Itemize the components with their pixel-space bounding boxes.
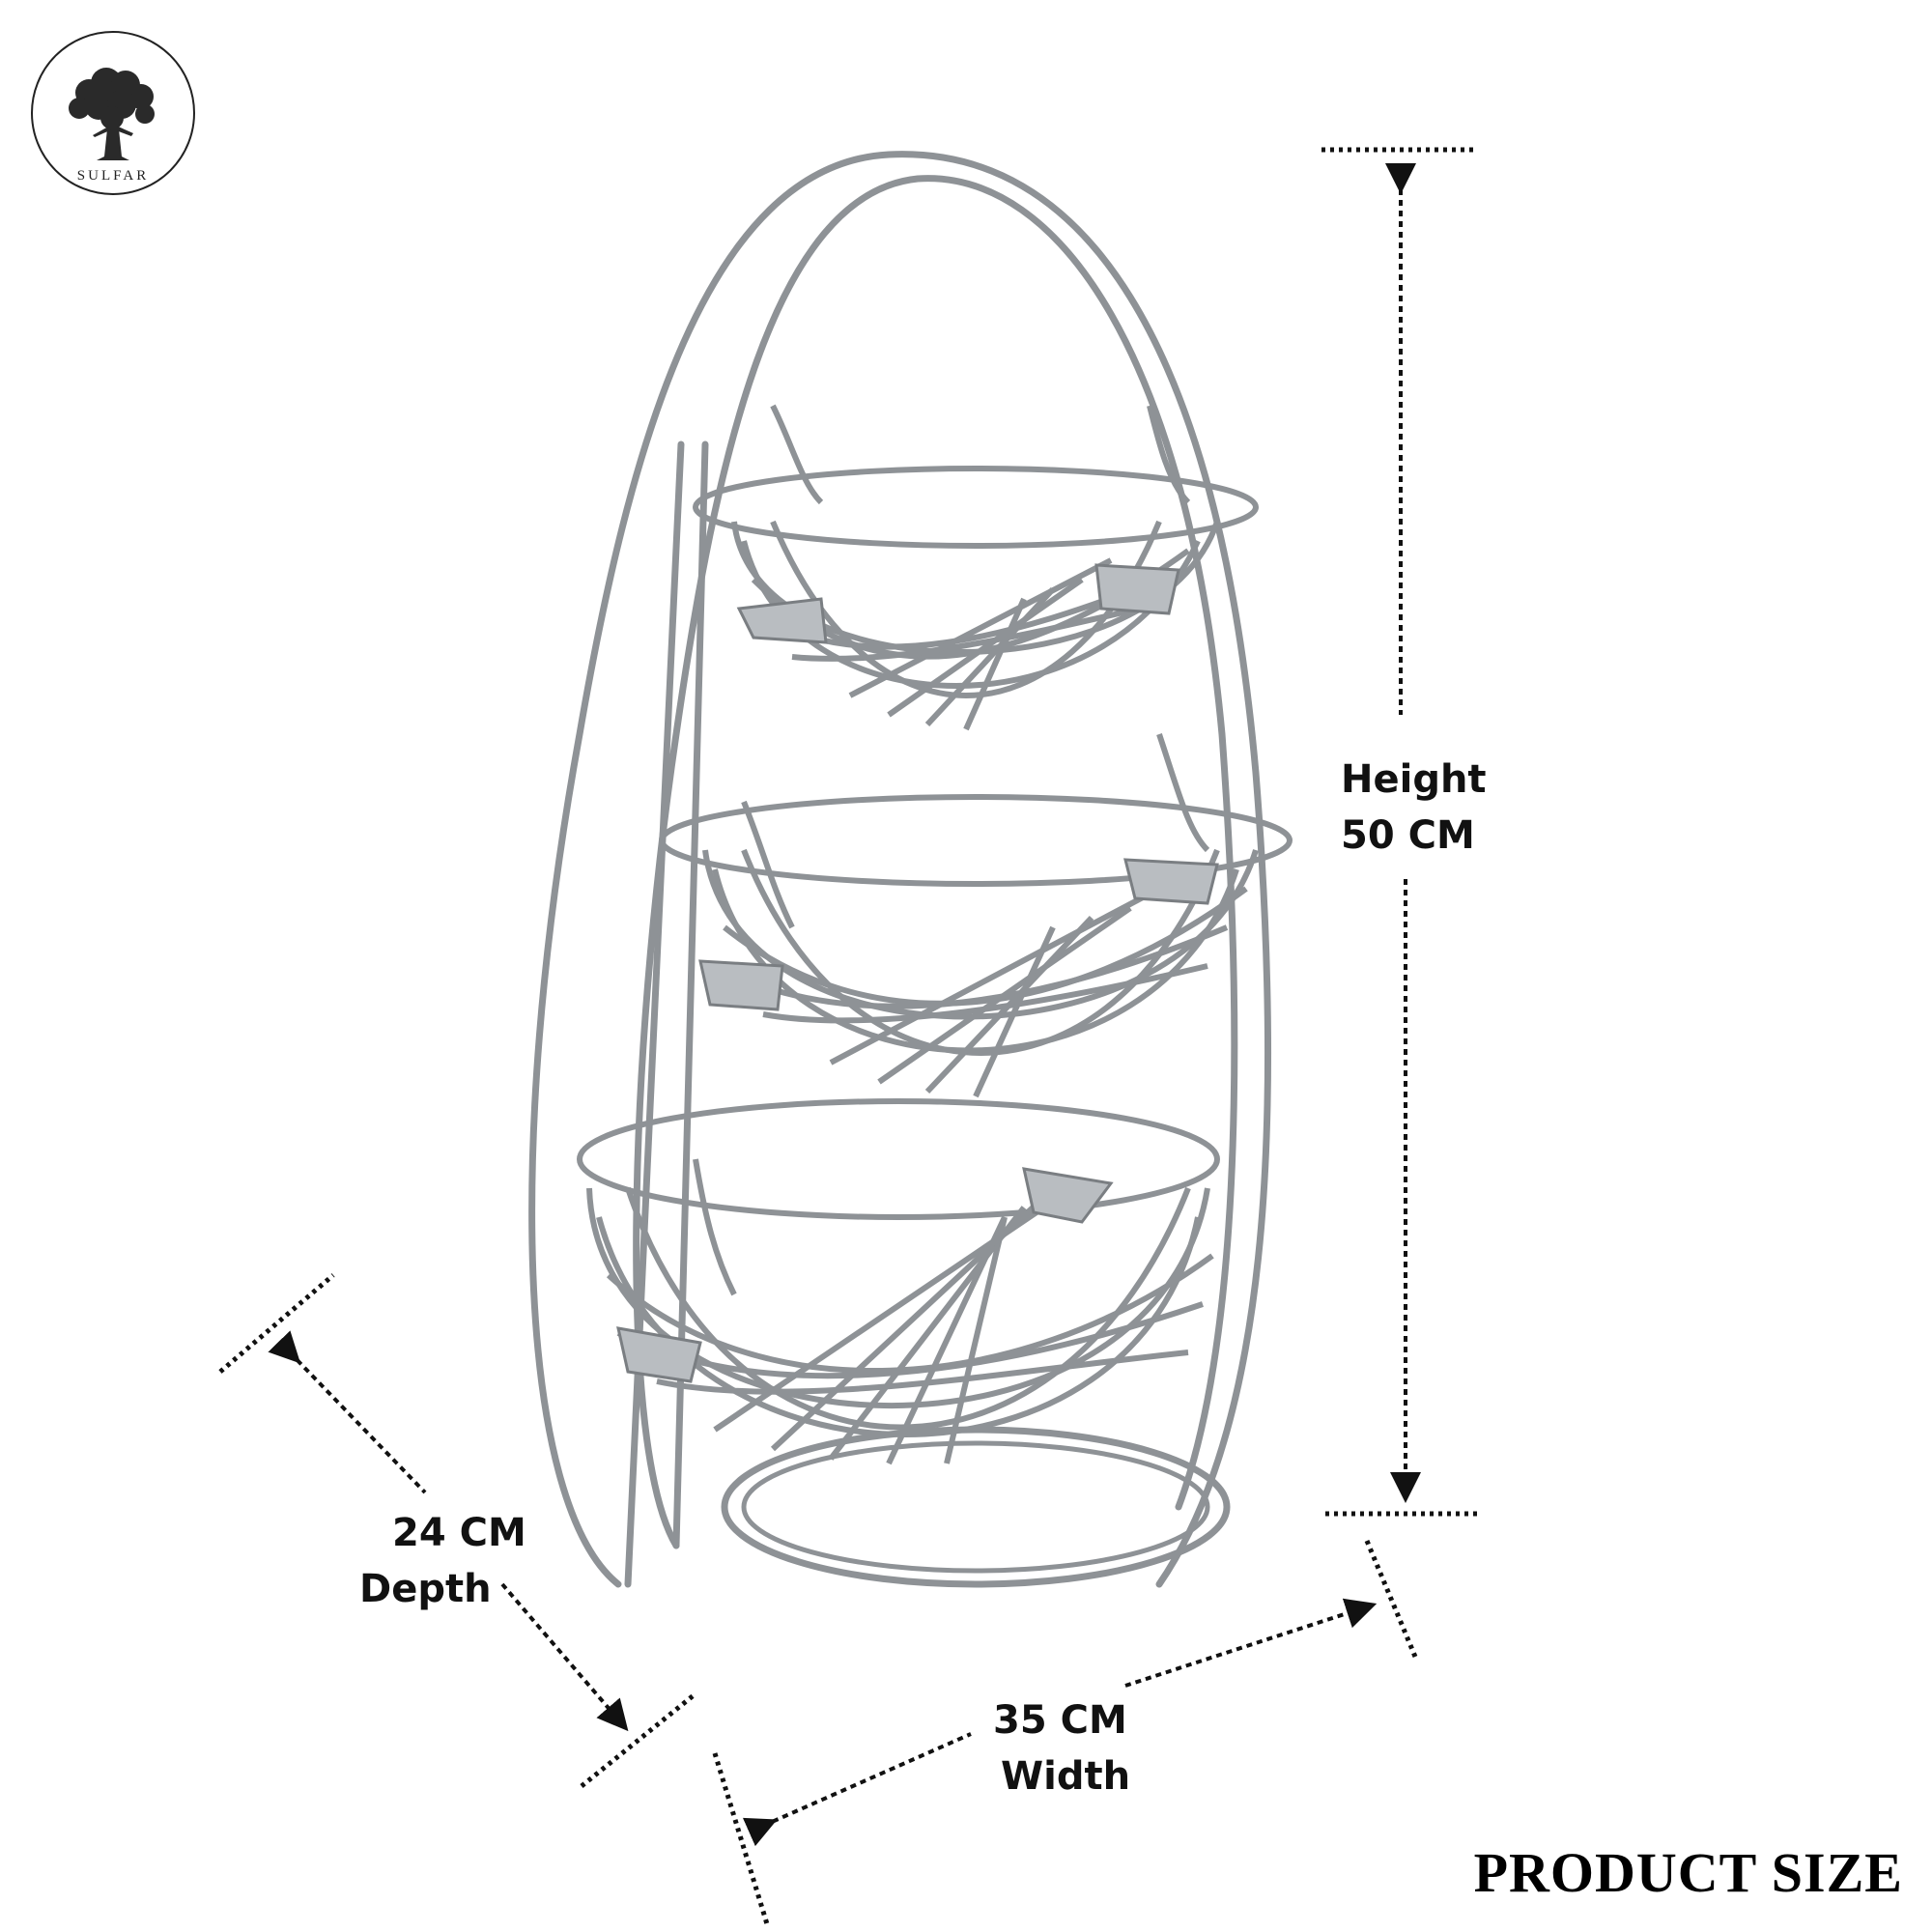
depth-bottom-tick xyxy=(580,1693,696,1788)
depth-value: 24 CM xyxy=(392,1511,526,1555)
height-dimension xyxy=(1321,147,1480,1517)
width-label: Width xyxy=(1001,1754,1131,1799)
width-line-left xyxy=(742,1732,972,1847)
middle-basket xyxy=(659,733,1293,1098)
width-line-right xyxy=(1124,1598,1378,1688)
basket-stand xyxy=(528,151,1272,1588)
brand-logo: SULFAR xyxy=(29,29,197,197)
bottom-basket xyxy=(577,1098,1220,1465)
height-value: 50 CM xyxy=(1341,813,1475,858)
width-value: 35 CM xyxy=(993,1698,1127,1743)
depth-line-upper xyxy=(268,1330,427,1494)
inner-arch xyxy=(633,175,1238,1549)
depth-line-lower xyxy=(500,1582,629,1732)
width-dimension xyxy=(712,1540,1418,1928)
depth-label-block: 24 CM Depth xyxy=(359,1505,526,1617)
height-label: Height xyxy=(1341,757,1487,802)
middle-basket-clips xyxy=(698,858,1219,1011)
width-right-tick xyxy=(1364,1540,1418,1658)
depth-top-tick xyxy=(218,1273,335,1374)
top-basket-clips xyxy=(736,563,1180,644)
width-label-block: 35 CM Width xyxy=(993,1692,1130,1804)
base-ring xyxy=(721,1426,1231,1588)
tree-logo-icon: SULFAR xyxy=(31,31,195,195)
outer-arch xyxy=(528,151,1272,1588)
depth-label: Depth xyxy=(359,1567,492,1611)
top-basket xyxy=(693,404,1259,731)
product-size-title: PRODUCT SIZE xyxy=(1473,1841,1903,1904)
height-label-block: Height 50 CM xyxy=(1341,752,1487,864)
width-left-tick xyxy=(712,1752,771,1928)
left-rod xyxy=(624,440,685,1588)
brand-name: SULFAR xyxy=(77,168,149,184)
bottom-basket-clips xyxy=(616,1167,1114,1383)
depth-dimension xyxy=(218,1273,696,1788)
base-ring-inner xyxy=(741,1440,1210,1574)
